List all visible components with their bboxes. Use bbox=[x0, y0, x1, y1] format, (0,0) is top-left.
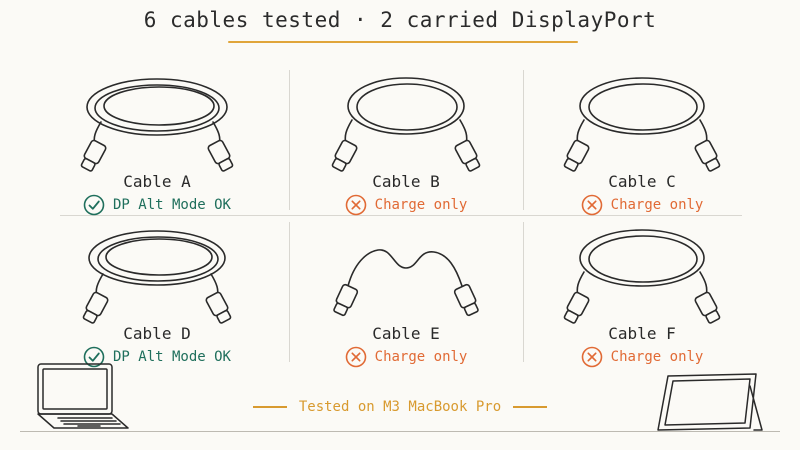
grid-divider bbox=[60, 215, 742, 216]
status-badge: Charge only bbox=[291, 346, 521, 368]
title-underline bbox=[228, 41, 578, 43]
grid-divider bbox=[523, 70, 524, 210]
footer-caption: Tested on M3 MacBook Pro bbox=[0, 399, 800, 415]
status-label: Charge only bbox=[374, 349, 468, 365]
status-badge: DP Alt Mode OK bbox=[42, 346, 272, 368]
usb-c-cable-icon bbox=[563, 229, 721, 324]
usb-c-cable-icon bbox=[563, 77, 721, 172]
status-label: Charge only bbox=[610, 349, 704, 365]
page-title: 6 cables tested · 2 carried DisplayPort bbox=[143, 8, 657, 32]
cable-card-c: Cable C Charge only bbox=[527, 72, 757, 217]
usb-c-cable-coiled-icon bbox=[82, 230, 232, 324]
footer-dash-left bbox=[252, 406, 287, 408]
status-label: DP Alt Mode OK bbox=[112, 197, 231, 213]
cable-name: Cable B bbox=[372, 172, 440, 191]
status-badge: Charge only bbox=[527, 194, 757, 216]
footer-dash-right bbox=[513, 406, 548, 408]
status-label: Charge only bbox=[610, 197, 704, 213]
cable-card-e: Cable E Charge only bbox=[291, 224, 521, 369]
cable-name: Cable D bbox=[123, 324, 191, 343]
grid-divider bbox=[523, 222, 524, 362]
x-circle-icon bbox=[345, 194, 366, 216]
grid-divider bbox=[289, 70, 290, 210]
status-badge: Charge only bbox=[291, 194, 521, 216]
usb-c-cable-coiled-icon bbox=[80, 78, 234, 172]
cable-card-f: Cable F Charge only bbox=[527, 224, 757, 369]
x-circle-icon bbox=[581, 346, 602, 368]
cable-card-a: Cable A DP Alt Mode OK bbox=[42, 72, 272, 217]
cable-name: Cable F bbox=[608, 324, 676, 343]
status-badge: Charge only bbox=[527, 346, 757, 368]
check-circle-icon bbox=[83, 346, 105, 368]
laptop-icon bbox=[37, 363, 129, 429]
cable-name: Cable C bbox=[608, 172, 676, 191]
cable-name: Cable E bbox=[372, 324, 440, 343]
tablet-monitor-icon bbox=[657, 373, 763, 431]
cable-card-b: Cable B Charge only bbox=[291, 72, 521, 217]
usb-c-cable-wavy-icon bbox=[333, 249, 479, 317]
x-circle-icon bbox=[581, 194, 602, 216]
x-circle-icon bbox=[345, 346, 366, 368]
grid-divider bbox=[289, 222, 290, 362]
status-label: Charge only bbox=[374, 197, 468, 213]
check-circle-icon bbox=[83, 194, 105, 216]
status-badge: DP Alt Mode OK bbox=[42, 194, 272, 216]
ground-line bbox=[20, 431, 780, 432]
usb-c-cable-icon bbox=[331, 77, 481, 172]
cable-card-d: Cable D DP Alt Mode OK bbox=[42, 224, 272, 369]
footer-label: Tested on M3 MacBook Pro bbox=[298, 399, 502, 415]
status-label: DP Alt Mode OK bbox=[112, 349, 231, 365]
cable-name: Cable A bbox=[123, 172, 191, 191]
